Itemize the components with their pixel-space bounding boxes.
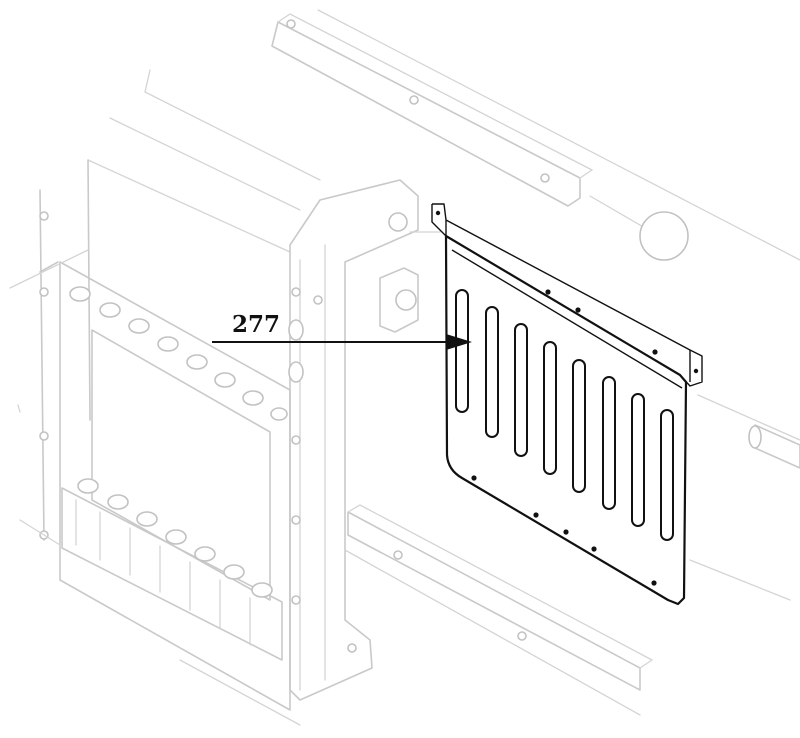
right-shaft (689, 394, 800, 601)
background-frame (9, 9, 800, 726)
top-flange (431, 203, 703, 387)
panel-outline (444, 234, 688, 606)
panel-slots (455, 289, 674, 541)
lower-hole-row (61, 478, 283, 661)
callout-arrowhead (446, 334, 472, 350)
upper-hole-row (69, 286, 288, 421)
bottom-rail (179, 504, 654, 726)
callout-277: 277 (212, 311, 472, 350)
callout-label: 277 (232, 311, 280, 338)
bracket-knob (379, 231, 441, 333)
radiator-box (9, 159, 291, 711)
panel-rivets (471, 289, 658, 586)
top-rail (271, 9, 800, 261)
support-plate (288, 179, 419, 701)
grille-panel-277 (431, 203, 703, 606)
